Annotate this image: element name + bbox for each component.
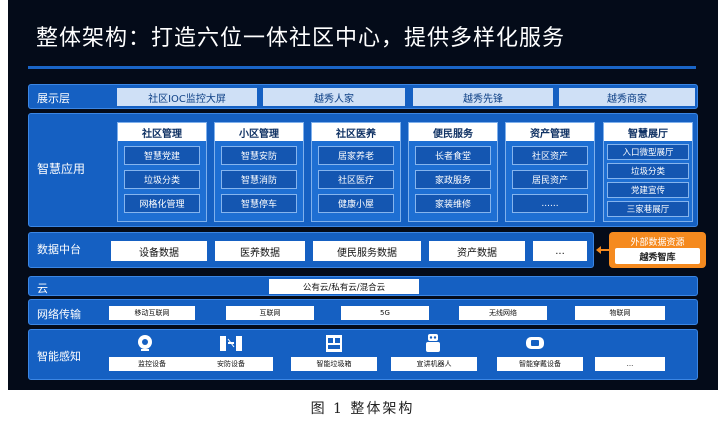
app-item: 社区医疗 xyxy=(318,170,394,189)
network-item: 互联网 xyxy=(226,306,314,320)
app-item: 入口微型展厅 xyxy=(607,144,689,160)
data-center-item: 资产数据 xyxy=(429,241,525,261)
network-item: 5G xyxy=(341,306,429,320)
sensing-item: ... xyxy=(595,357,665,371)
figure-caption: 图 1 整体架构 xyxy=(310,401,415,417)
display-layer-band: 展示层 社区IOC监控大屏 越秀人家 越秀先锋 越秀商家 xyxy=(28,84,698,109)
app-item: 智慧消防 xyxy=(221,170,297,189)
app-item: 长者食堂 xyxy=(415,146,491,165)
wearable-icon xyxy=(526,337,544,349)
network-band: 网络传输 移动互联网 互联网 5G 无线网络 物联网 xyxy=(28,299,698,325)
gate-icon xyxy=(220,336,242,351)
app-item: 健康小屋 xyxy=(318,194,394,213)
cloud-label: 云 xyxy=(37,282,48,295)
network-item: 物联网 xyxy=(575,306,665,320)
app-column-title: 社区管理 xyxy=(118,123,206,141)
app-item: 社区资产 xyxy=(512,146,588,165)
app-item: 居民资产 xyxy=(512,170,588,189)
app-item: 智慧党建 xyxy=(124,146,200,165)
display-item: 越秀人家 xyxy=(263,88,405,106)
app-column-estate: 小区管理 智慧安防 智慧消防 智慧停车 xyxy=(214,122,304,222)
display-item: 越秀商家 xyxy=(559,88,695,106)
data-center-item: 医养数据 xyxy=(215,241,305,261)
app-column-assets: 资产管理 社区资产 居民资产 ...... xyxy=(505,122,595,222)
external-data-name: 越秀智库 xyxy=(615,248,700,264)
data-center-item: ... xyxy=(533,241,587,261)
app-item: ...... xyxy=(512,194,588,213)
title-underline xyxy=(28,66,696,69)
data-center-item: 便民服务数据 xyxy=(313,241,421,261)
app-item: 智慧安防 xyxy=(221,146,297,165)
app-item: 网格化管理 xyxy=(124,194,200,213)
app-column-exhibition: 智慧展厅 入口微型展厅 垃圾分类 党建宣传 三家巷展厅 xyxy=(603,122,693,222)
app-item: 垃圾分类 xyxy=(607,163,689,179)
app-column-title: 资产管理 xyxy=(506,123,594,141)
trash-bin-icon xyxy=(326,335,342,352)
architecture-slide: 整体架构：打造六位一体社区中心，提供多样化服务 展示层 社区IOC监控大屏 越秀… xyxy=(8,0,718,390)
app-item: 智慧停车 xyxy=(221,194,297,213)
sensing-item: 智能垃圾箱 xyxy=(291,357,377,371)
app-item: 垃圾分类 xyxy=(124,170,200,189)
smart-apps-label: 智慧应用 xyxy=(37,162,86,176)
cloud-item: 公有云/私有云/混合云 xyxy=(269,279,419,294)
app-item: 居家养老 xyxy=(318,146,394,165)
sensing-item: 监控设备 xyxy=(109,357,195,371)
app-column-title: 社区医养 xyxy=(312,123,400,141)
robot-icon xyxy=(426,334,440,352)
app-item: 家政服务 xyxy=(415,170,491,189)
app-column-title: 便民服务 xyxy=(409,123,497,141)
app-item: 家装维修 xyxy=(415,194,491,213)
external-data-title: 外部数据资源 xyxy=(630,238,685,248)
sensing-item: 安防设备 xyxy=(189,357,273,371)
sensing-item: 智能穿戴设备 xyxy=(497,357,583,371)
network-label: 网络传输 xyxy=(37,308,81,321)
network-item: 移动互联网 xyxy=(109,306,195,320)
app-item: 党建宣传 xyxy=(607,182,689,198)
external-data-box: 外部数据资源 越秀智库 xyxy=(609,232,706,268)
sensing-item: 宣讲机器人 xyxy=(391,357,477,371)
app-column-community: 社区管理 智慧党建 垃圾分类 网格化管理 xyxy=(117,122,207,222)
app-column-title: 智慧展厅 xyxy=(604,123,692,141)
network-item: 无线网络 xyxy=(459,306,547,320)
data-center-band: 数据中台 设备数据 医养数据 便民服务数据 资产数据 ... xyxy=(28,232,594,268)
smart-apps-band: 智慧应用 社区管理 智慧党建 垃圾分类 网格化管理 小区管理 智慧安防 智慧消防… xyxy=(28,113,698,227)
data-center-item: 设备数据 xyxy=(111,241,207,261)
display-layer-label: 展示层 xyxy=(37,92,70,105)
app-column-healthcare: 社区医养 居家养老 社区医疗 健康小屋 xyxy=(311,122,401,222)
display-item: 越秀先锋 xyxy=(413,88,553,106)
app-item: 三家巷展厅 xyxy=(607,201,689,217)
display-item: 社区IOC监控大屏 xyxy=(117,88,257,106)
cloud-band: 云 公有云/私有云/混合云 xyxy=(28,276,698,296)
app-column-title: 小区管理 xyxy=(215,123,303,141)
slide-title: 整体架构：打造六位一体社区中心，提供多样化服务 xyxy=(36,26,566,51)
app-column-services: 便民服务 长者食堂 家政服务 家装维修 xyxy=(408,122,498,222)
sensing-label: 智能感知 xyxy=(37,350,81,363)
sensing-band: 智能感知 监控设备 安防设备 智能 xyxy=(28,329,698,380)
data-center-label: 数据中台 xyxy=(37,243,81,256)
camera-icon xyxy=(138,335,152,351)
